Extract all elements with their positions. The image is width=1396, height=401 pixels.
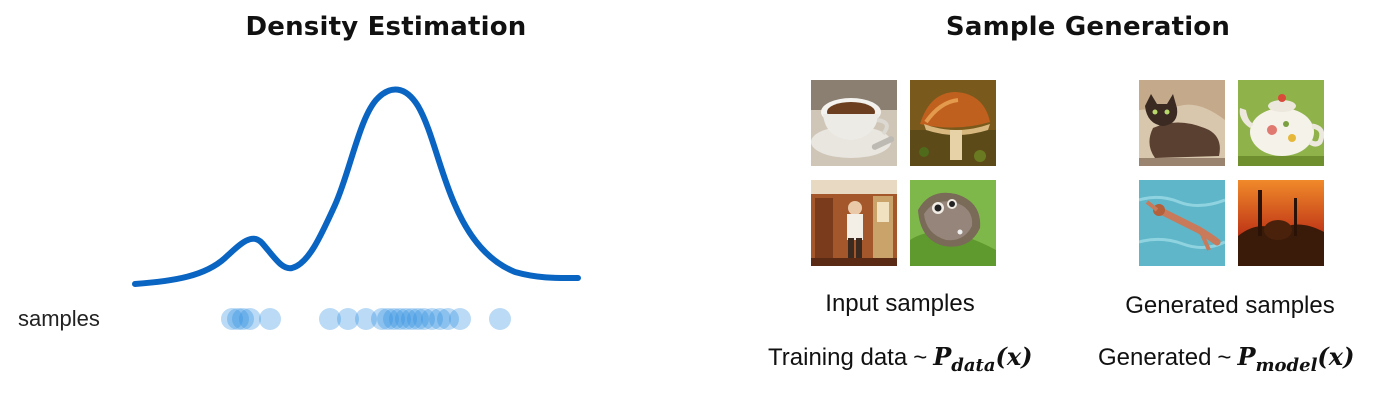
sample-point xyxy=(489,308,511,330)
sample-point xyxy=(377,308,399,330)
x-argument: (x) xyxy=(1317,342,1355,371)
tilde-symbol: ~ xyxy=(1217,344,1232,371)
input-samples-caption: Input samples xyxy=(825,290,975,317)
sample-point xyxy=(395,308,417,330)
coffee-cup-image xyxy=(811,80,897,166)
sample-point xyxy=(383,308,405,330)
p-subscript: data xyxy=(951,355,996,376)
sample-point xyxy=(319,308,341,330)
p-subscript: model xyxy=(1255,355,1318,376)
p-symbol: P xyxy=(1237,342,1256,371)
sample-point xyxy=(371,308,393,330)
density-curve xyxy=(132,86,581,287)
sample-point xyxy=(413,308,435,330)
density-estimation-title: Density Estimation xyxy=(245,12,527,42)
generated-samples-caption: Generated samples xyxy=(1125,292,1335,319)
butterfly-image xyxy=(910,180,996,266)
training-data-label: Training data xyxy=(768,344,908,371)
sample-point xyxy=(421,308,443,330)
samples-label: samples xyxy=(18,306,100,331)
person-in-room-image xyxy=(811,180,897,266)
sample-points xyxy=(221,308,511,330)
swimmer-image xyxy=(1139,180,1225,266)
cat-image xyxy=(1139,80,1225,166)
generated-formula: Generated~Pmodel(x) xyxy=(1098,342,1354,376)
sample-point xyxy=(449,308,471,330)
sample-point xyxy=(227,308,249,330)
sample-point xyxy=(239,308,261,330)
p-data-expression: Pdata(x) xyxy=(933,342,1033,376)
sample-generation-title: Sample Generation xyxy=(945,12,1231,42)
sample-point xyxy=(232,308,254,330)
sample-point xyxy=(355,308,377,330)
x-argument: (x) xyxy=(995,342,1033,371)
sample-point xyxy=(429,308,451,330)
density-plot xyxy=(132,86,581,330)
mushroom-image xyxy=(910,80,996,166)
training-data-formula: Training data~Pdata(x) xyxy=(768,342,1033,376)
p-model-expression: Pmodel(x) xyxy=(1237,342,1355,376)
sunset-tower-image xyxy=(1238,180,1324,266)
p-symbol: P xyxy=(933,342,952,371)
generated-label: Generated xyxy=(1098,344,1212,371)
tilde-symbol: ~ xyxy=(913,344,928,371)
teapot-image xyxy=(1238,80,1324,166)
sample-point xyxy=(337,308,359,330)
sample-point xyxy=(221,308,243,330)
sample-point xyxy=(407,308,429,330)
sample-point xyxy=(437,308,459,330)
sample-point xyxy=(259,308,281,330)
sample-point xyxy=(389,308,411,330)
sample-point xyxy=(401,308,423,330)
